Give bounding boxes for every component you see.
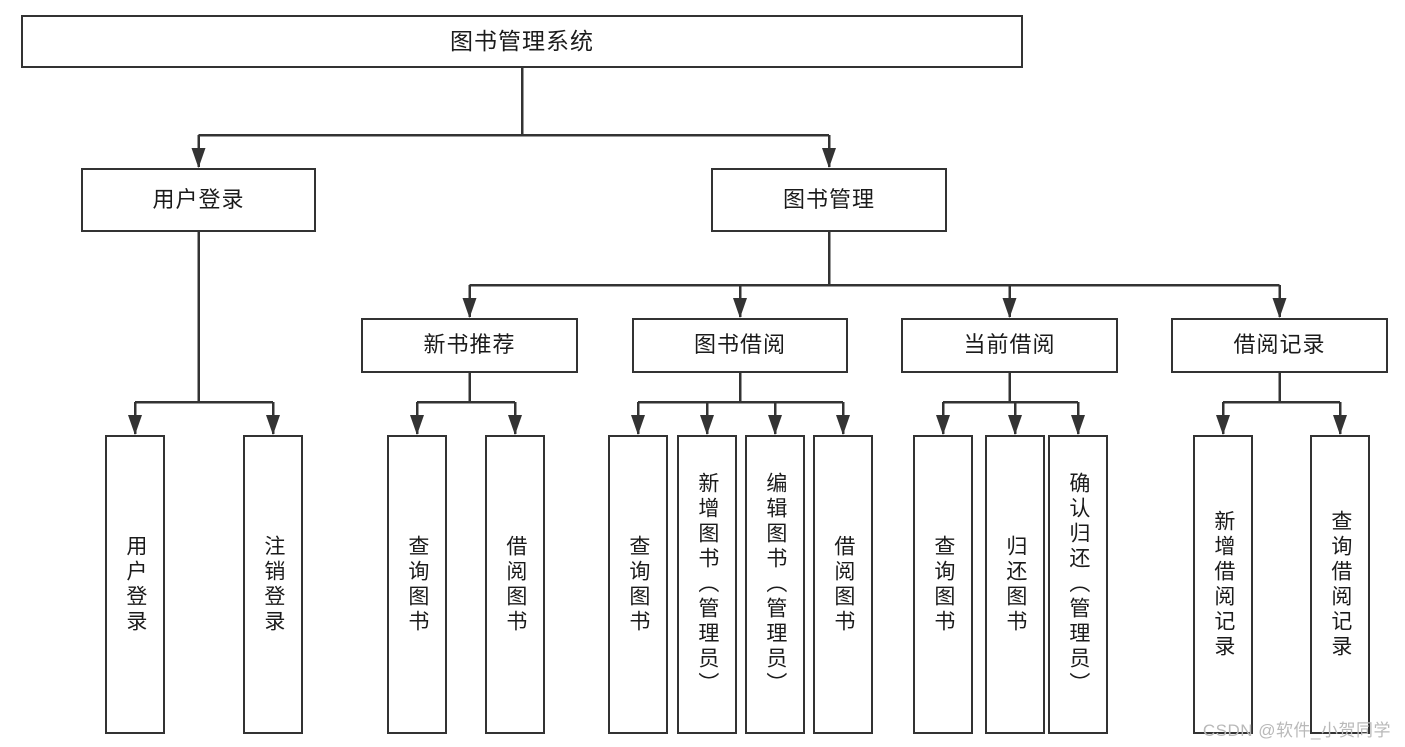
node-label: 用户登录 [123, 534, 147, 635]
node-label: 新增图书（管理员） [695, 472, 719, 697]
node-label: 查询图书 [405, 534, 429, 635]
node-label: 图书管理 [782, 186, 875, 212]
node-label: 确认归还（管理员） [1066, 472, 1090, 697]
node-book-borrow[interactable]: 图书借阅 [632, 318, 848, 373]
node-label: 查询图书 [931, 534, 955, 635]
node-borrow-record[interactable]: 借阅记录 [1171, 318, 1388, 373]
node-leaf-query-book-3[interactable]: 查询图书 [913, 435, 973, 734]
node-leaf-borrow-book-1[interactable]: 借阅图书 [485, 435, 545, 734]
node-leaf-query-record[interactable]: 查询借阅记录 [1310, 435, 1370, 734]
node-leaf-query-book-1[interactable]: 查询图书 [387, 435, 447, 734]
node-label: 归还图书 [1003, 534, 1027, 635]
node-label: 新书推荐 [423, 332, 516, 358]
node-leaf-query-book-2[interactable]: 查询图书 [608, 435, 668, 734]
node-label: 图书管理系统 [450, 27, 594, 54]
node-root[interactable]: 图书管理系统 [21, 15, 1023, 68]
node-label: 图书借阅 [693, 332, 786, 358]
node-book-manage[interactable]: 图书管理 [711, 168, 947, 232]
node-label: 编辑图书（管理员） [763, 472, 787, 697]
node-leaf-borrow-book-2[interactable]: 借阅图书 [813, 435, 873, 734]
node-user-login[interactable]: 用户登录 [81, 168, 316, 232]
watermark: CSDN @软件_小贺同学 [1202, 721, 1391, 740]
node-current-borrow[interactable]: 当前借阅 [901, 318, 1118, 373]
node-label: 借阅图书 [503, 534, 527, 635]
node-new-book-recommend[interactable]: 新书推荐 [361, 318, 578, 373]
node-label: 查询图书 [626, 534, 650, 635]
node-label: 查询借阅记录 [1328, 509, 1352, 660]
node-leaf-edit-book[interactable]: 编辑图书（管理员） [745, 435, 805, 734]
node-leaf-user-login[interactable]: 用户登录 [105, 435, 165, 734]
node-label: 借阅记录 [1233, 332, 1326, 358]
node-leaf-confirm-return[interactable]: 确认归还（管理员） [1048, 435, 1108, 734]
node-label: 用户登录 [152, 186, 245, 212]
node-label: 注销登录 [261, 534, 285, 635]
node-label: 当前借阅 [963, 332, 1056, 358]
node-leaf-add-book[interactable]: 新增图书（管理员） [677, 435, 737, 734]
node-leaf-return-book[interactable]: 归还图书 [985, 435, 1045, 734]
node-label: 借阅图书 [831, 534, 855, 635]
node-leaf-user-logout[interactable]: 注销登录 [243, 435, 303, 734]
node-leaf-add-record[interactable]: 新增借阅记录 [1193, 435, 1253, 734]
node-label: 新增借阅记录 [1211, 509, 1235, 660]
